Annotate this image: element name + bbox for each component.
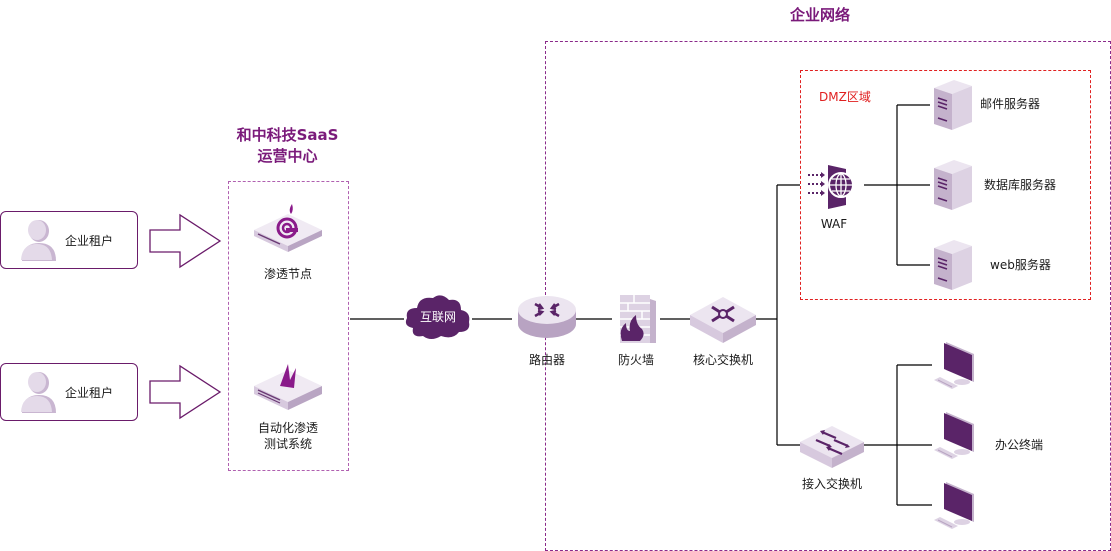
office-terminal-icon[interactable] xyxy=(932,410,978,462)
database-server-label: 数据库服务器 xyxy=(984,178,1057,192)
tenant-box-1[interactable]: 企业租户 xyxy=(0,211,138,269)
access-switch-icon[interactable] xyxy=(798,420,866,472)
mail-server-label: 邮件服务器 xyxy=(980,97,1041,111)
core-switch-icon[interactable] xyxy=(688,293,758,345)
dmz-zone-title: DMZ区域 xyxy=(819,90,871,104)
saas-center-title-line1: 和中科技SaaS xyxy=(236,126,339,144)
tenant-label: 企业租户 xyxy=(65,386,114,400)
access-switch-label: 接入交换机 xyxy=(801,477,862,491)
firewall-icon[interactable] xyxy=(614,293,658,345)
tenant-box-2[interactable]: 企业租户 xyxy=(0,363,138,421)
auto-pentest-label-line2: 测试系统 xyxy=(263,437,312,451)
arrow-right-icon xyxy=(149,213,222,269)
router-label: 路由器 xyxy=(528,353,565,367)
internet-label: 互联网 xyxy=(419,310,456,324)
office-terminal-icon[interactable] xyxy=(932,340,978,392)
auto-pentest-system-icon[interactable] xyxy=(250,358,326,412)
saas-center-title-line2: 运营中心 xyxy=(257,147,318,165)
user-icon xyxy=(21,220,56,261)
waf-icon[interactable] xyxy=(806,163,864,209)
arrow-right-icon xyxy=(149,364,222,420)
pentest-node-label: 渗透节点 xyxy=(263,267,312,281)
saas-center-zone xyxy=(228,181,349,471)
office-terminal-icon[interactable] xyxy=(932,480,978,532)
enterprise-network-title: 企业网络 xyxy=(789,6,850,24)
core-switch-label: 核心交换机 xyxy=(692,353,753,367)
database-server-icon[interactable] xyxy=(930,158,976,212)
pentest-node-icon[interactable] xyxy=(250,200,326,254)
waf-label: WAF xyxy=(820,217,848,231)
mail-server-icon[interactable] xyxy=(930,78,976,132)
internet-cloud-icon[interactable] xyxy=(403,292,473,342)
router-icon[interactable] xyxy=(515,294,579,342)
auto-pentest-label-line1: 自动化渗透 xyxy=(257,421,318,435)
user-icon xyxy=(21,372,56,413)
dmz-zone xyxy=(800,70,1091,300)
office-terminals-label: 办公终端 xyxy=(995,438,1044,452)
firewall-label: 防火墙 xyxy=(617,353,654,367)
web-server-icon[interactable] xyxy=(930,238,976,292)
tenant-label: 企业租户 xyxy=(65,234,114,248)
web-server-label: web服务器 xyxy=(990,258,1051,272)
